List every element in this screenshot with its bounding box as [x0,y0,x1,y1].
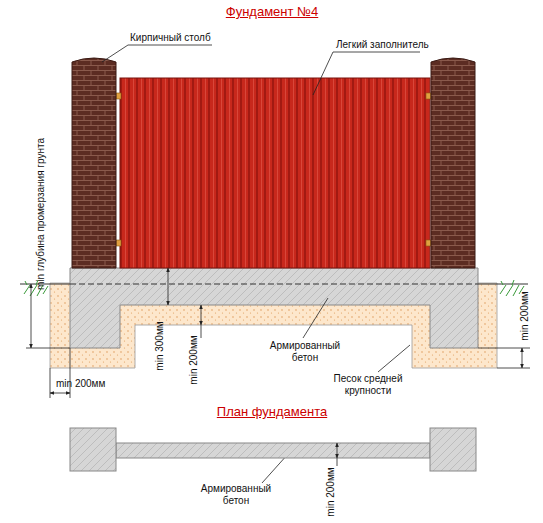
plan-post-footing [430,428,476,471]
brick-post [72,58,116,268]
dimension-label: min 200мм [56,378,105,390]
corrugated-infill [120,78,430,268]
concrete-foundation [70,268,478,348]
plan-beam [116,443,430,458]
section-heading: План фундамента [217,404,327,419]
dimension-label: min 200мм [325,467,337,516]
diagram-title: Фундамент №4 [226,4,318,19]
leader-lines [102,45,420,483]
dimension-lines [26,268,530,398]
panel-brackets [116,93,431,246]
dimension-label: min 200мм [188,335,200,384]
callout-label: Кирпичный столб [130,32,211,44]
brick-post [431,58,475,268]
ground-line [20,284,528,285]
dimension-label: min глубина промерзания грунта [35,138,47,290]
dimension-label: min 300мм [154,321,166,370]
grass [24,280,524,296]
callout-label: Армированный бетон [262,340,348,364]
plan-dimension [337,443,338,466]
callout-label: Легкий заполнитель [336,39,429,51]
callout-label: Армированный бетон [196,483,276,507]
plan-post-footing [70,428,116,471]
ground-level-dashed [70,284,478,285]
dimension-label: min 200мм [519,291,531,340]
callout-label: Песок средней крупности [318,373,418,397]
